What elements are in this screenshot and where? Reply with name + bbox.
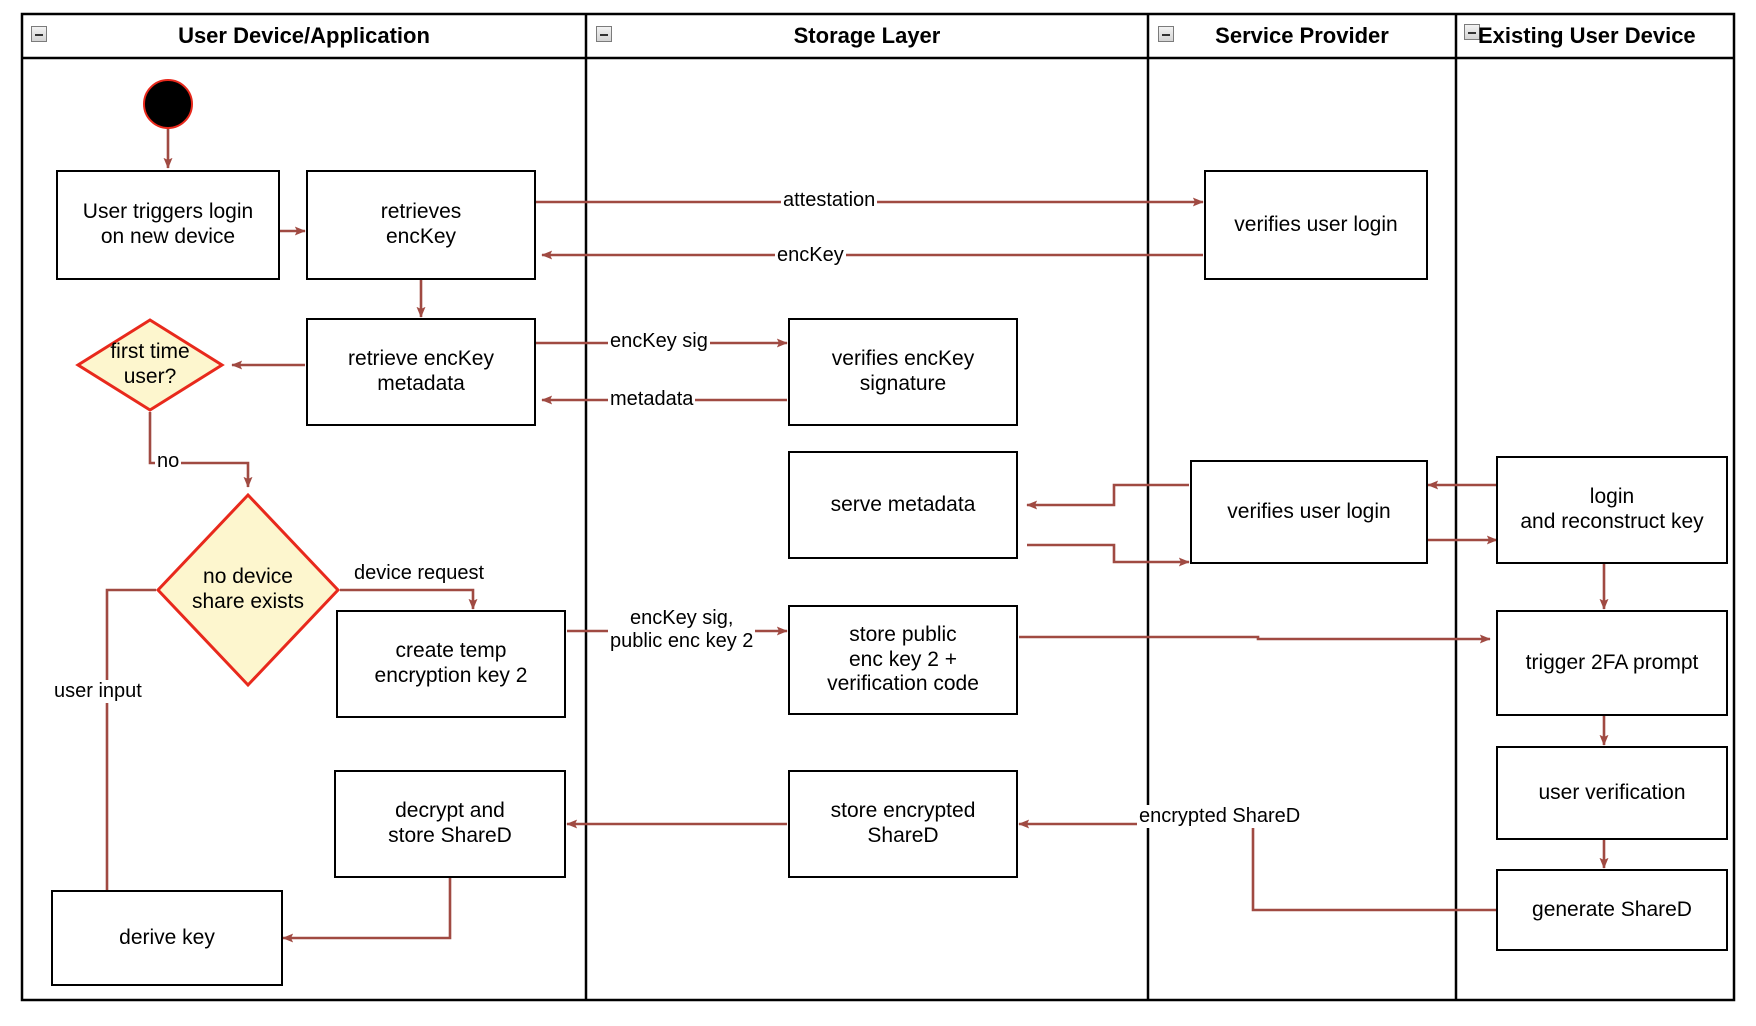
edge-encrypted-shared bbox=[1018, 819, 1496, 912]
lane-collapse-icon-service-provider[interactable] bbox=[1158, 26, 1174, 42]
lane-title-user-device: User Device/Application bbox=[178, 23, 430, 48]
activity-store-public-enc-key-2[interactable]: store public enc key 2 + verification co… bbox=[788, 605, 1018, 715]
edge-store-key-to-2fa bbox=[1019, 634, 1491, 644]
edge-label-device-request: device request bbox=[352, 562, 487, 585]
activity-retrieve-enckey-metadata[interactable]: retrieve encKey metadata bbox=[306, 318, 536, 426]
activity-store-encrypted-shared[interactable]: store encrypted ShareD bbox=[788, 770, 1018, 878]
activity-verifies-user-login-top[interactable]: verifies user login bbox=[1204, 170, 1428, 280]
activity-verifies-user-login-mid[interactable]: verifies user login bbox=[1190, 460, 1428, 564]
activity-user-verification[interactable]: user verification bbox=[1496, 746, 1728, 840]
edge-label-user-input: user input bbox=[52, 680, 144, 703]
lane-title-existing-user-device: Existing User Device bbox=[1478, 23, 1696, 48]
lane-collapse-icon-user-device[interactable] bbox=[31, 26, 47, 42]
initial-node[interactable] bbox=[143, 79, 193, 129]
swimlane-frame bbox=[20, 12, 1736, 1002]
edge-label-encrypted-shared: encrypted ShareD bbox=[1137, 805, 1303, 828]
activity-decrypt-and-store-shared[interactable]: decrypt and store ShareD bbox=[334, 770, 566, 878]
edge-user-input bbox=[102, 588, 156, 909]
edge-label-enckey: encKey bbox=[775, 244, 846, 267]
edge-no-branch bbox=[148, 412, 253, 488]
decision-no-device-share-exists[interactable] bbox=[155, 492, 341, 688]
activity-verifies-enckey-signature[interactable]: verifies encKey signature bbox=[788, 318, 1018, 426]
edge-label-no: no bbox=[155, 450, 182, 473]
activity-retrieves-enckey[interactable]: retrieves encKey bbox=[306, 170, 536, 280]
activity-generate-shared[interactable]: generate ShareD bbox=[1496, 869, 1728, 951]
edge-label-enckey-sig: encKey sig bbox=[608, 330, 710, 353]
edge-decrypt-to-derive-key bbox=[282, 878, 452, 943]
edge-serve-metadata-to-verifies-login bbox=[1027, 543, 1190, 567]
lane-collapse-icon-existing-user-device[interactable] bbox=[1464, 24, 1480, 40]
edge-label-metadata: metadata bbox=[608, 388, 696, 411]
activity-serve-metadata[interactable]: serve metadata bbox=[788, 451, 1018, 559]
edge-label-attestation: attestation bbox=[781, 189, 878, 212]
edge-device-request bbox=[340, 588, 478, 610]
edge-verifies-login-to-serve-metadata bbox=[1026, 483, 1189, 510]
edge-label-enckey-sig-public-enc-key-2: encKey sig, public enc key 2 bbox=[608, 607, 756, 653]
lane-collapse-icon-storage-layer[interactable] bbox=[596, 26, 612, 42]
activity-trigger-2fa-prompt[interactable]: trigger 2FA prompt bbox=[1496, 610, 1728, 716]
lane-title-storage-layer: Storage Layer bbox=[793, 23, 941, 48]
activity-create-temp-encryption-key-2[interactable]: create temp encryption key 2 bbox=[336, 610, 566, 718]
decision-first-time-user[interactable] bbox=[75, 318, 225, 412]
lane-title-service-provider: Service Provider bbox=[1215, 23, 1389, 48]
activity-derive-key[interactable]: derive key bbox=[51, 890, 283, 986]
activity-login-and-reconstruct-key[interactable]: login and reconstruct key bbox=[1496, 456, 1728, 564]
activity-user-triggers-login[interactable]: User triggers login on new device bbox=[56, 170, 280, 280]
